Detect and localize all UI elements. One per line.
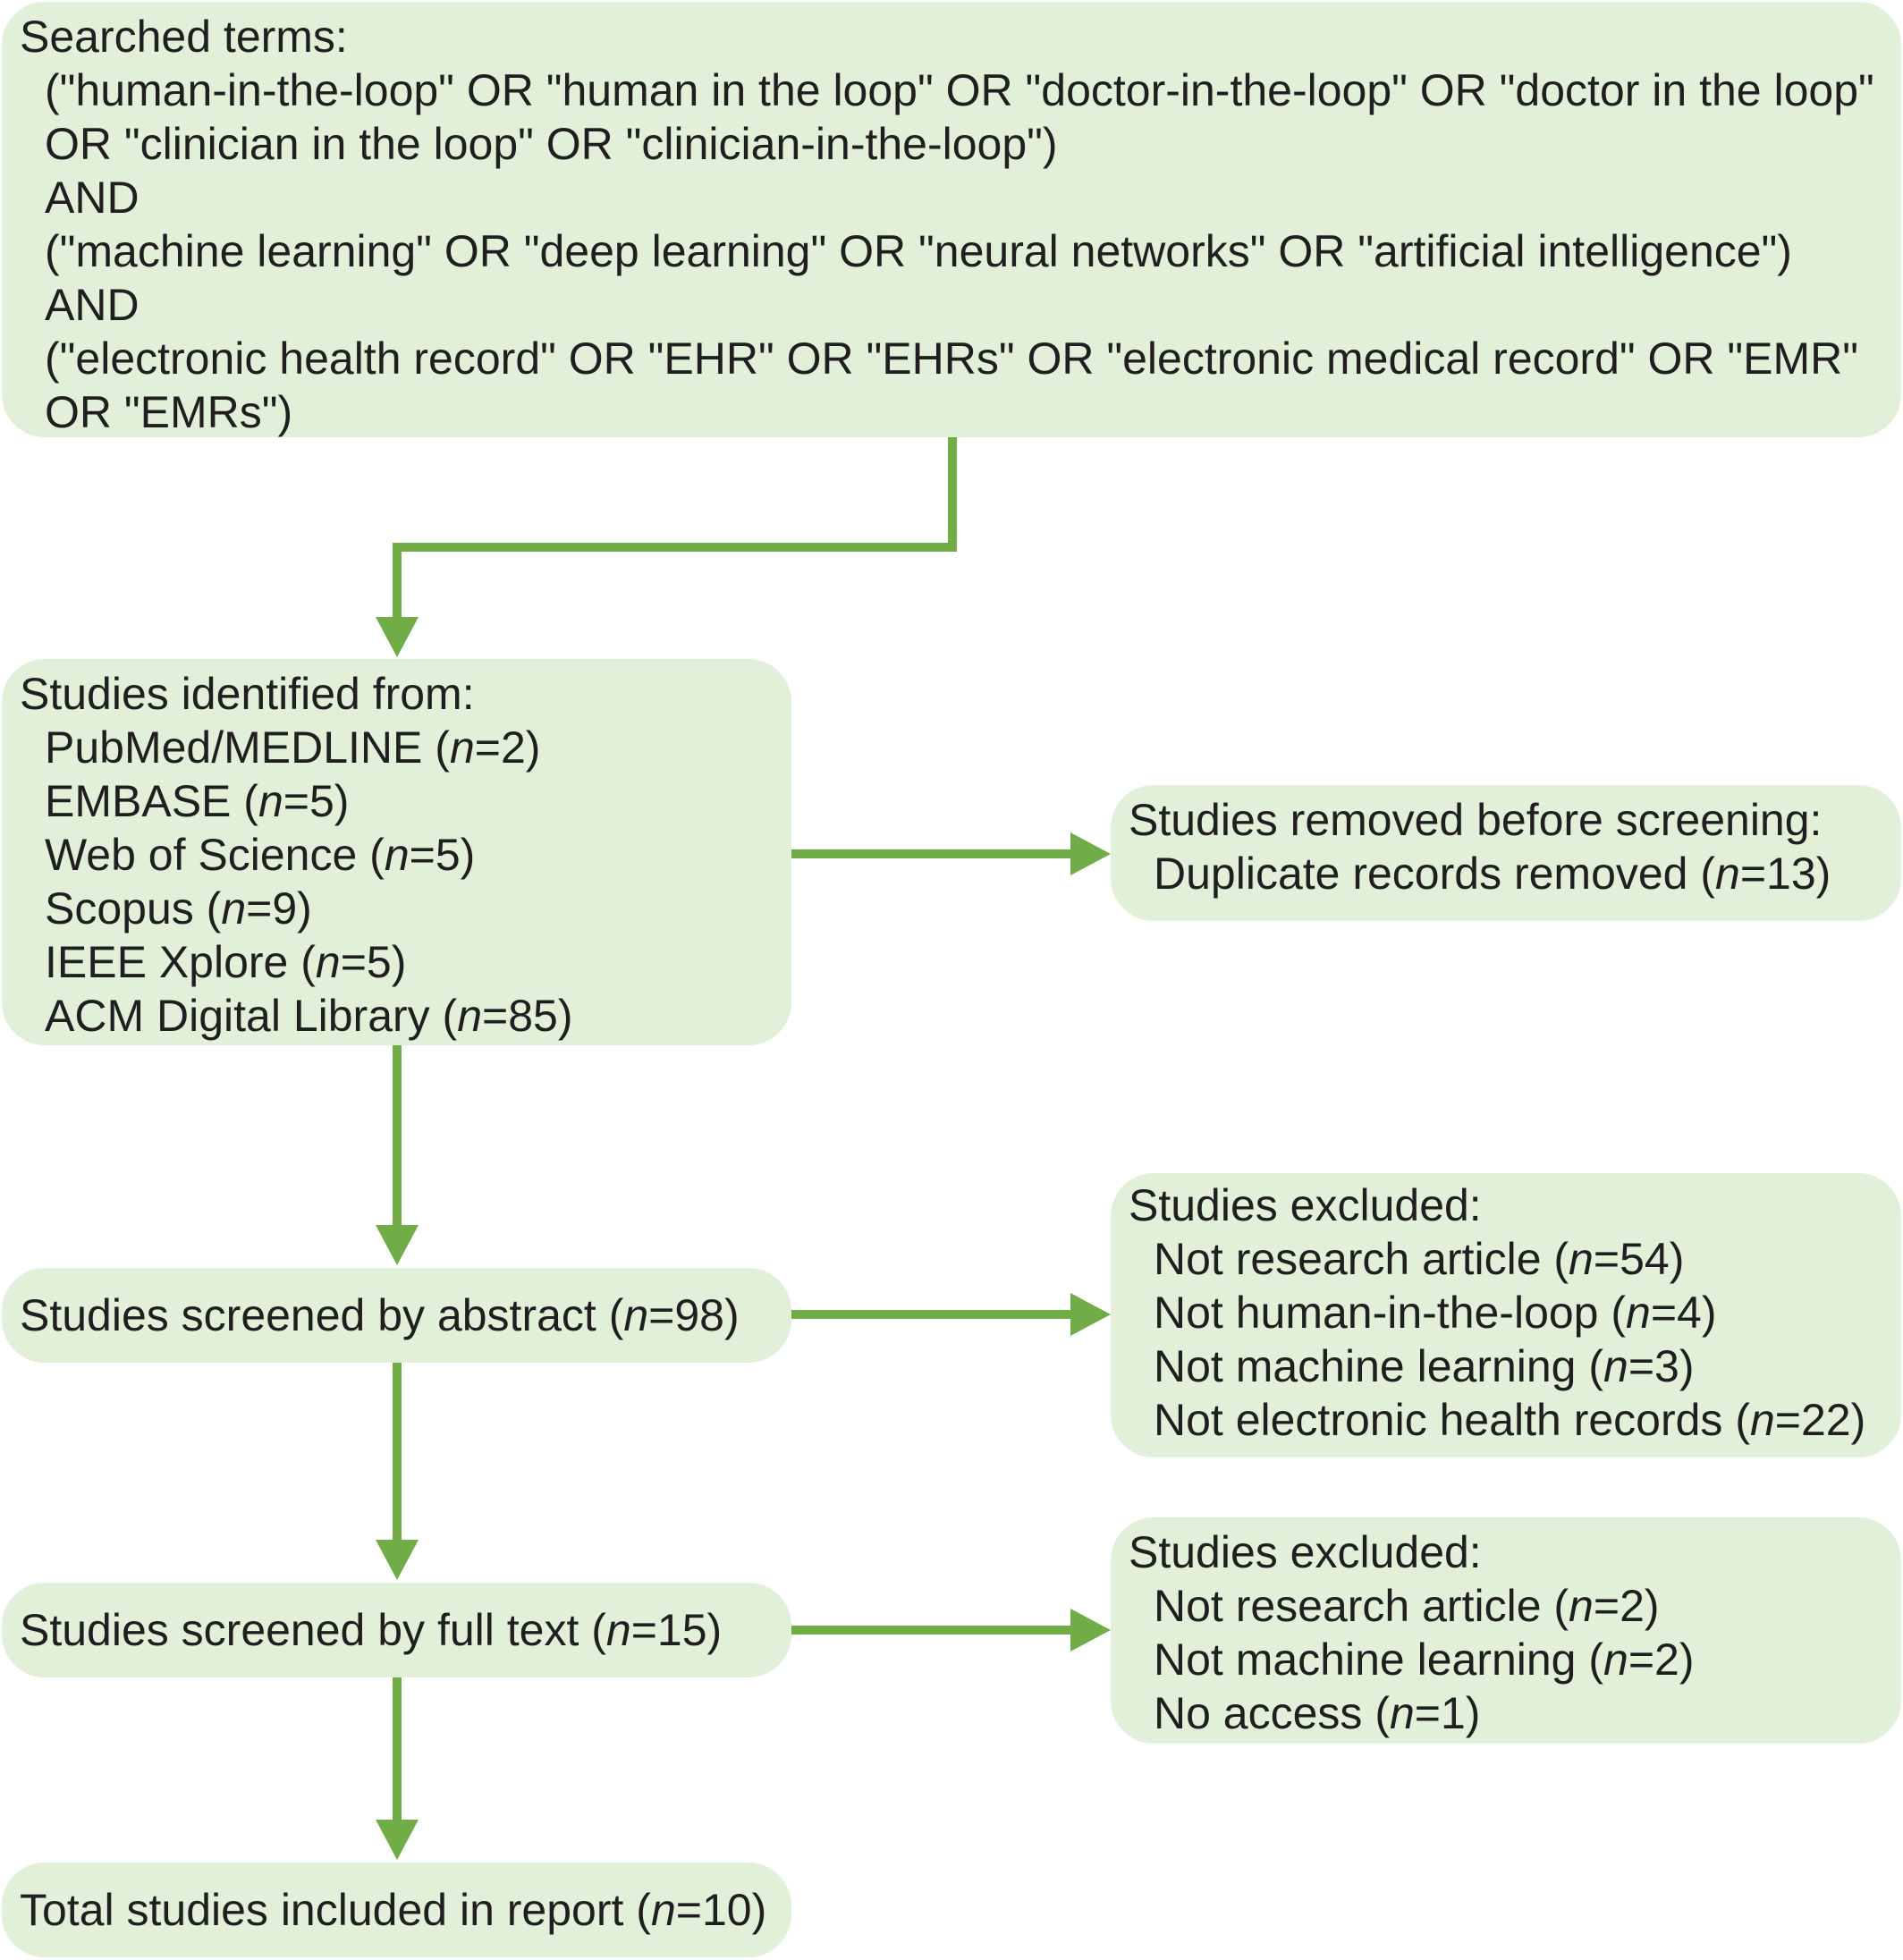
- search-terms-box: Searched terms: ("human-in-the-loop" OR …: [2, 2, 1901, 437]
- excluded-abstract-box: Studies excluded: Not research article (…: [1111, 1173, 1901, 1457]
- excluded-item: Not electronic health records (n=22): [1154, 1395, 1866, 1445]
- screened-fulltext-label: Studies screened by full text (n=15): [20, 1605, 723, 1655]
- studies-identified-heading: Studies identified from:: [20, 669, 475, 719]
- search-line: ("electronic health record" OR "EHR" OR …: [45, 334, 1859, 384]
- screened-fulltext-box: Studies screened by full text (n=15): [2, 1583, 791, 1677]
- source-item: ACM Digital Library (n=85): [45, 991, 573, 1041]
- studies-removed-heading: Studies removed before screening:: [1129, 795, 1823, 845]
- search-line: ("human-in-the-loop" OR "human in the lo…: [45, 65, 1874, 115]
- arrowhead-fulltext-to-included: [376, 1820, 419, 1860]
- search-line: AND: [45, 280, 140, 330]
- excluded-abstract-heading: Studies excluded:: [1129, 1180, 1482, 1230]
- search-line: OR "clinician in the loop" OR "clinician…: [45, 119, 1058, 169]
- screened-abstract-box: Studies screened by abstract (n=98): [2, 1268, 791, 1363]
- arrowhead-identified-to-abstract: [376, 1225, 419, 1265]
- excluded-item: Not research article (n=2): [1154, 1581, 1660, 1631]
- search-line: AND: [45, 173, 140, 223]
- screened-abstract-label: Studies screened by abstract (n=98): [20, 1290, 740, 1340]
- arrowhead-search-to-identified: [376, 617, 419, 657]
- excluded-fulltext-heading: Studies excluded:: [1129, 1527, 1482, 1577]
- search-line: ("machine learning" OR "deep learning" O…: [45, 226, 1792, 276]
- studies-removed-box: Studies removed before screening: Duplic…: [1111, 785, 1901, 921]
- removed-item: Duplicate records removed (n=13): [1154, 849, 1831, 899]
- excluded-item: Not research article (n=54): [1154, 1234, 1685, 1284]
- source-item: Scopus (n=9): [45, 883, 312, 934]
- arrowhead-abstract-to-excluded: [1070, 1293, 1111, 1336]
- total-included-box: Total studies included in report (n=10): [2, 1863, 791, 1957]
- source-item: EMBASE (n=5): [45, 776, 350, 826]
- excluded-item: Not machine learning (n=3): [1154, 1341, 1695, 1391]
- source-item: IEEE Xplore (n=5): [45, 937, 407, 987]
- search-terms-heading: Searched terms:: [20, 12, 348, 62]
- source-item: Web of Science (n=5): [45, 830, 476, 880]
- excluded-fulltext-box: Studies excluded: Not research article (…: [1111, 1517, 1901, 1744]
- arrow-search-to-identified: [393, 435, 957, 617]
- arrowhead-identified-to-removed: [1070, 832, 1111, 875]
- excluded-item: No access (n=1): [1154, 1688, 1481, 1738]
- total-included-label: Total studies included in report (n=10): [20, 1885, 767, 1935]
- source-item: PubMed/MEDLINE (n=2): [45, 722, 541, 773]
- studies-identified-box: Studies identified from: PubMed/MEDLINE …: [2, 659, 791, 1045]
- excluded-item: Not human-in-the-loop (n=4): [1154, 1288, 1717, 1338]
- excluded-item: Not machine learning (n=2): [1154, 1635, 1695, 1685]
- arrowhead-fulltext-to-excluded: [1070, 1609, 1111, 1652]
- search-line: OR "EMRs"): [45, 387, 293, 437]
- arrowhead-abstract-to-fulltext: [376, 1540, 419, 1580]
